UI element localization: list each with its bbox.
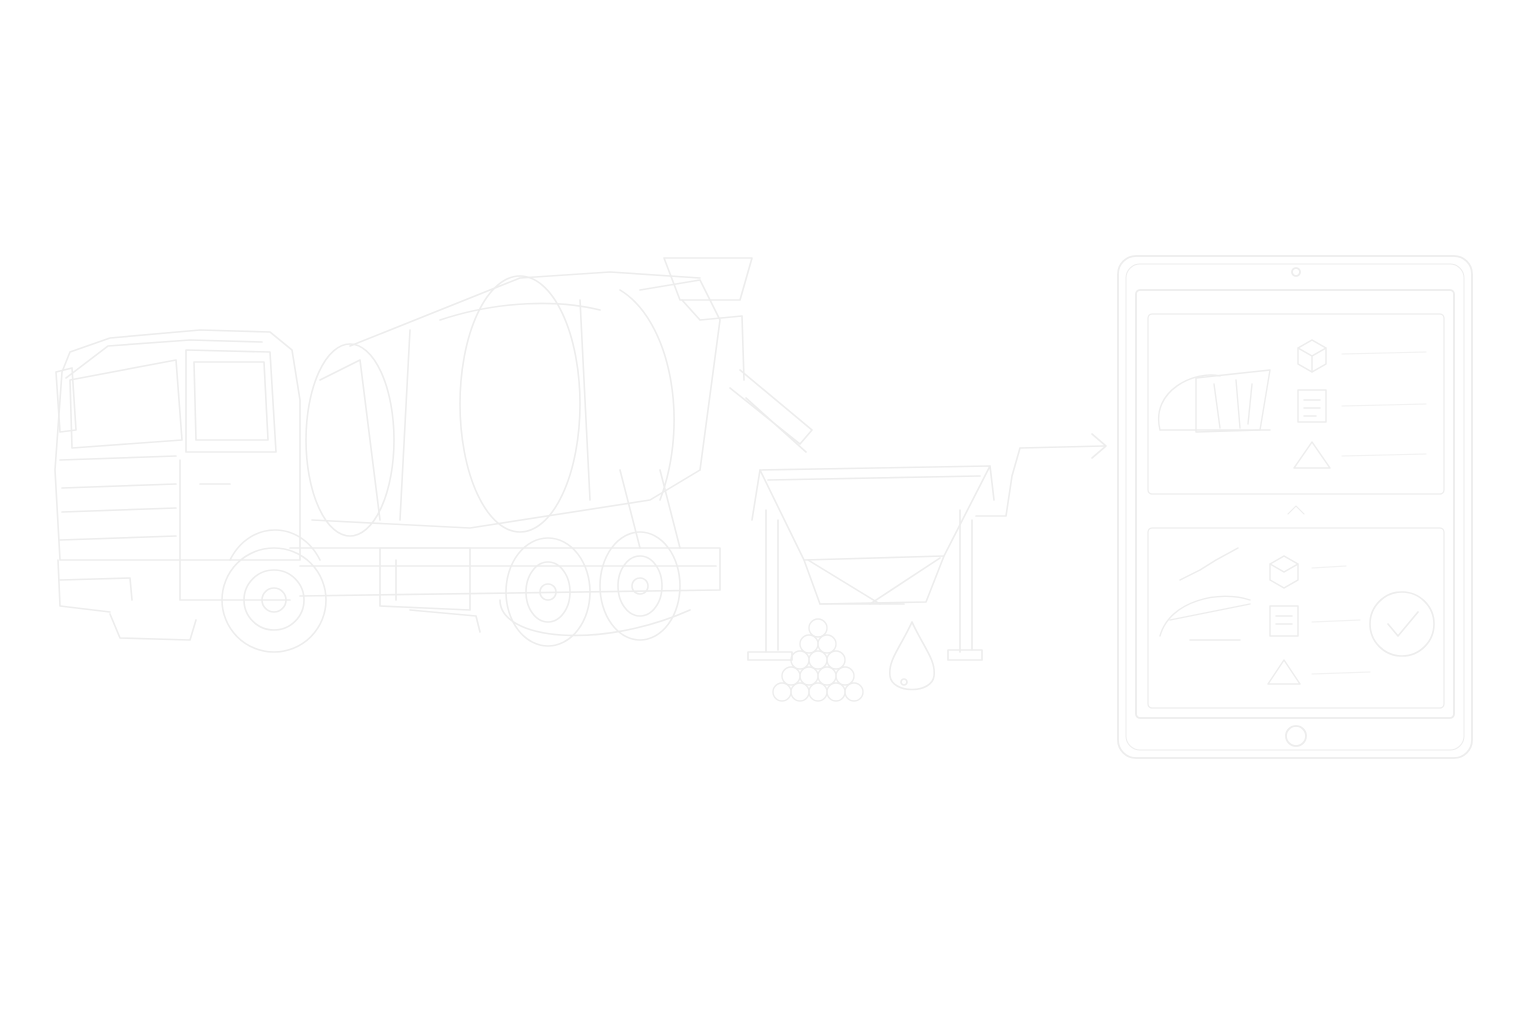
document-icon-2: [1269, 605, 1299, 637]
warning-triangle-icon: [1293, 441, 1331, 469]
warning-triangle-icon-2: [1267, 659, 1301, 685]
hopper-icon: [747, 465, 995, 661]
trend-line-icon: [1159, 547, 1251, 641]
line-item-rule-2: [1341, 403, 1427, 407]
line-item-rule-3: [1341, 453, 1427, 457]
line-item-rule-5: [1311, 619, 1361, 623]
flow-arrow-icon: [975, 433, 1107, 517]
tablet-dashboard-icon: [1117, 255, 1473, 759]
concrete-mixer-truck-icon: [54, 257, 813, 653]
line-item-rule-4: [1311, 565, 1347, 569]
cube-icon-2: [1269, 555, 1299, 589]
aggregate-pile-icon: [772, 618, 864, 702]
check-circle-icon: [1369, 591, 1435, 657]
line-item-rule-1: [1341, 351, 1427, 355]
gauge-icon: [1157, 369, 1271, 433]
document-icon: [1297, 389, 1327, 423]
line-item-rule-6: [1311, 671, 1371, 675]
water-drop-icon: [889, 621, 935, 691]
cube-icon: [1297, 339, 1327, 373]
